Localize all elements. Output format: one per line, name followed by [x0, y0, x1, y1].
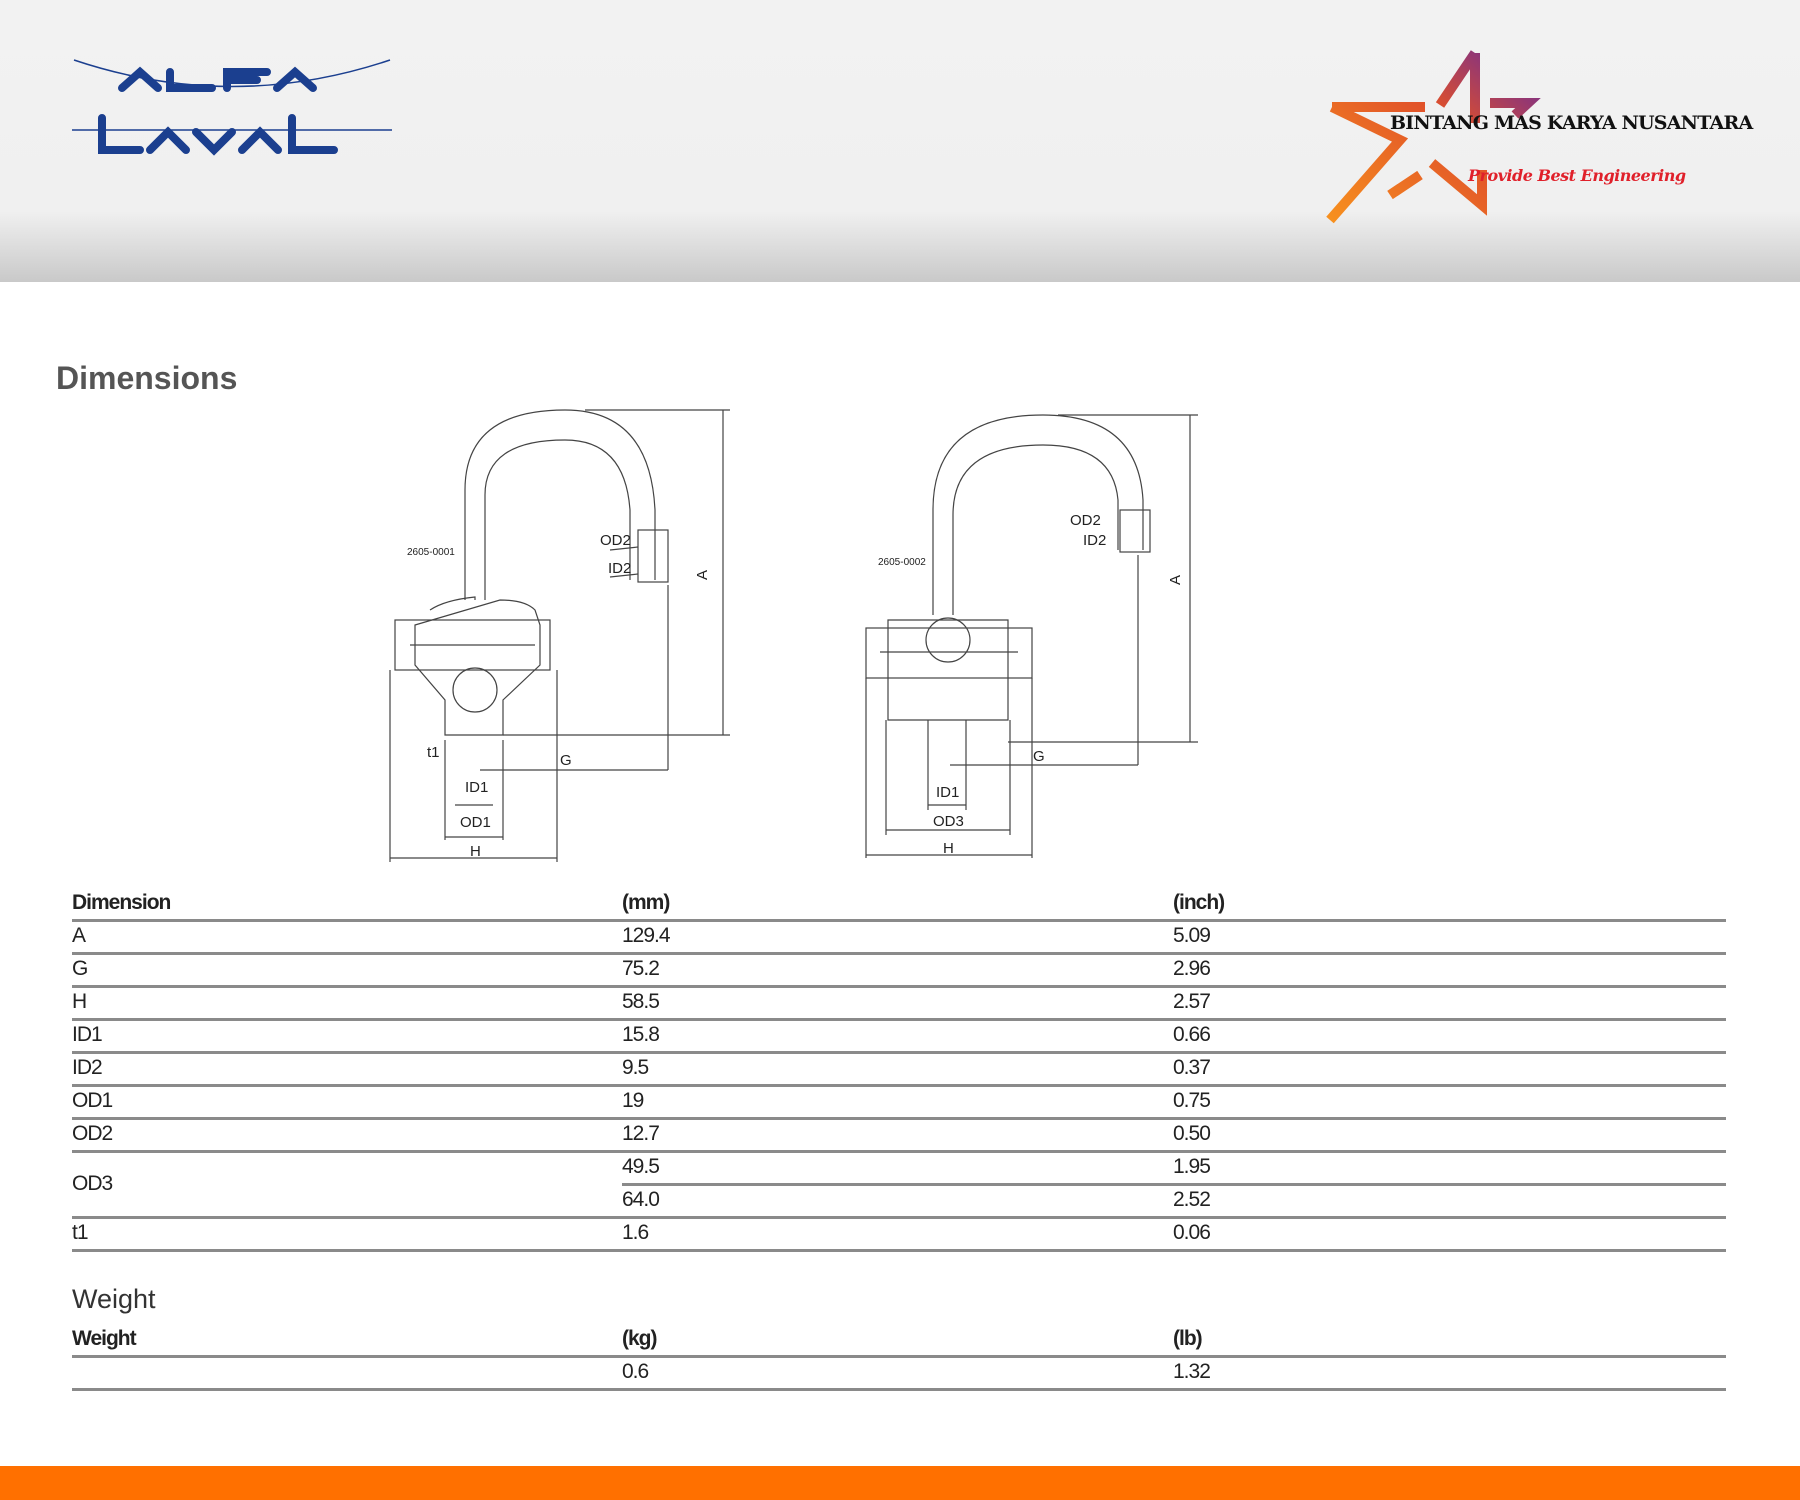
table-row: G 75.2 2.96 [72, 952, 1726, 988]
label-od1: OD1 [460, 814, 491, 831]
label-g: G [560, 752, 572, 769]
inch-cell: 2.57 [1173, 990, 1211, 1013]
inch-cell: 2.52 [1173, 1188, 1211, 1211]
table-row: ID1 15.8 0.66 [72, 1018, 1726, 1054]
table-row: 0.6 1.32 [72, 1355, 1726, 1391]
header-lb: (lb) [1173, 1327, 1203, 1350]
label-h: H [470, 843, 481, 860]
table-row: H 58.5 2.57 [72, 985, 1726, 1021]
inch-cell: 0.37 [1173, 1056, 1211, 1079]
drawing-code: 2605-0001 [407, 547, 455, 558]
label-t1: t1 [427, 744, 440, 761]
kg-cell: 0.6 [622, 1360, 649, 1383]
company-tagline: Provide Best Engineering [1468, 166, 1686, 185]
label-id2: ID2 [1083, 532, 1106, 549]
label-od2: OD2 [1070, 512, 1101, 529]
mm-cell: 19 [622, 1089, 644, 1112]
table-row: A 129.4 5.09 [72, 919, 1726, 955]
lb-cell: 1.32 [1173, 1360, 1211, 1383]
table-header: Dimension (mm) (inch) [72, 886, 1726, 922]
drawing-2605-0002: 2605-0002 OD2 ID2 A G ID1 OD3 H [865, 414, 1198, 858]
dim-cell: ID2 [72, 1056, 103, 1079]
header-inch: (inch) [1173, 891, 1225, 914]
footer-bar [0, 1466, 1800, 1500]
header-weight: Weight [72, 1327, 137, 1350]
dim-cell: OD1 [72, 1089, 113, 1112]
inch-cell: 0.75 [1173, 1089, 1211, 1112]
table-row: t1 1.6 0.06 [72, 1216, 1726, 1252]
dim-cell: G [72, 957, 88, 980]
mm-cell: 75.2 [622, 957, 660, 980]
company-name: BINTANG MAS KARYA NUSANTARA [1390, 112, 1753, 134]
bintang-mas-star-logo [1326, 50, 1541, 224]
table-row: OD2 12.7 0.50 [72, 1117, 1726, 1153]
label-a: A [694, 570, 711, 580]
inch-cell: 0.66 [1173, 1023, 1211, 1046]
page-title: Dimensions [56, 360, 238, 396]
mm-cell: 15.8 [622, 1023, 660, 1046]
drawing-code: 2605-0002 [878, 557, 926, 568]
inch-cell: 2.96 [1173, 957, 1211, 980]
inch-cell: 0.50 [1173, 1122, 1211, 1145]
inch-cell: 1.95 [1173, 1155, 1211, 1178]
weight-title: Weight [72, 1284, 156, 1314]
label-a: A [1167, 575, 1184, 585]
mm-cell: 49.5 [622, 1155, 660, 1178]
table-row: ID2 9.5 0.37 [72, 1051, 1726, 1087]
mm-cell: 12.7 [622, 1122, 660, 1145]
dim-cell: H [72, 990, 87, 1013]
header-mm: (mm) [622, 891, 670, 914]
label-id2: ID2 [608, 560, 631, 577]
label-id1: ID1 [465, 779, 488, 796]
inch-cell: 5.09 [1173, 924, 1211, 947]
table-header: Weight (kg) (lb) [72, 1322, 1726, 1358]
mm-cell: 129.4 [622, 924, 671, 947]
label-g: G [1033, 748, 1045, 765]
mm-cell: 1.6 [622, 1221, 649, 1244]
mm-cell: 58.5 [622, 990, 660, 1013]
label-od3: OD3 [933, 813, 964, 830]
table-row: OD3 49.5 1.95 64.0 2.52 [72, 1150, 1726, 1219]
dim-cell: OD2 [72, 1122, 113, 1145]
label-h: H [943, 840, 954, 857]
label-od2: OD2 [600, 532, 631, 549]
dim-cell: OD3 [72, 1172, 113, 1195]
alfa-laval-logo [72, 59, 392, 156]
table-row: OD1 19 0.75 [72, 1084, 1726, 1120]
dim-cell: ID1 [72, 1023, 103, 1046]
header-kg: (kg) [622, 1327, 657, 1350]
inch-cell: 0.06 [1173, 1221, 1211, 1244]
label-id1: ID1 [936, 784, 959, 801]
dim-cell: t1 [72, 1221, 88, 1244]
mm-cell: 64.0 [622, 1188, 660, 1211]
header-dimension: Dimension [72, 891, 171, 914]
header-banner: BINTANG MAS KARYA NUSANTARA Provide Best… [0, 0, 1800, 282]
drawing-2605-0001: 2605-0001 OD2 ID2 A t1 G ID1 OD1 H [389, 409, 730, 862]
dim-cell: A [72, 924, 86, 947]
sub-row-divider [622, 1150, 1726, 1186]
mm-cell: 9.5 [622, 1056, 649, 1079]
